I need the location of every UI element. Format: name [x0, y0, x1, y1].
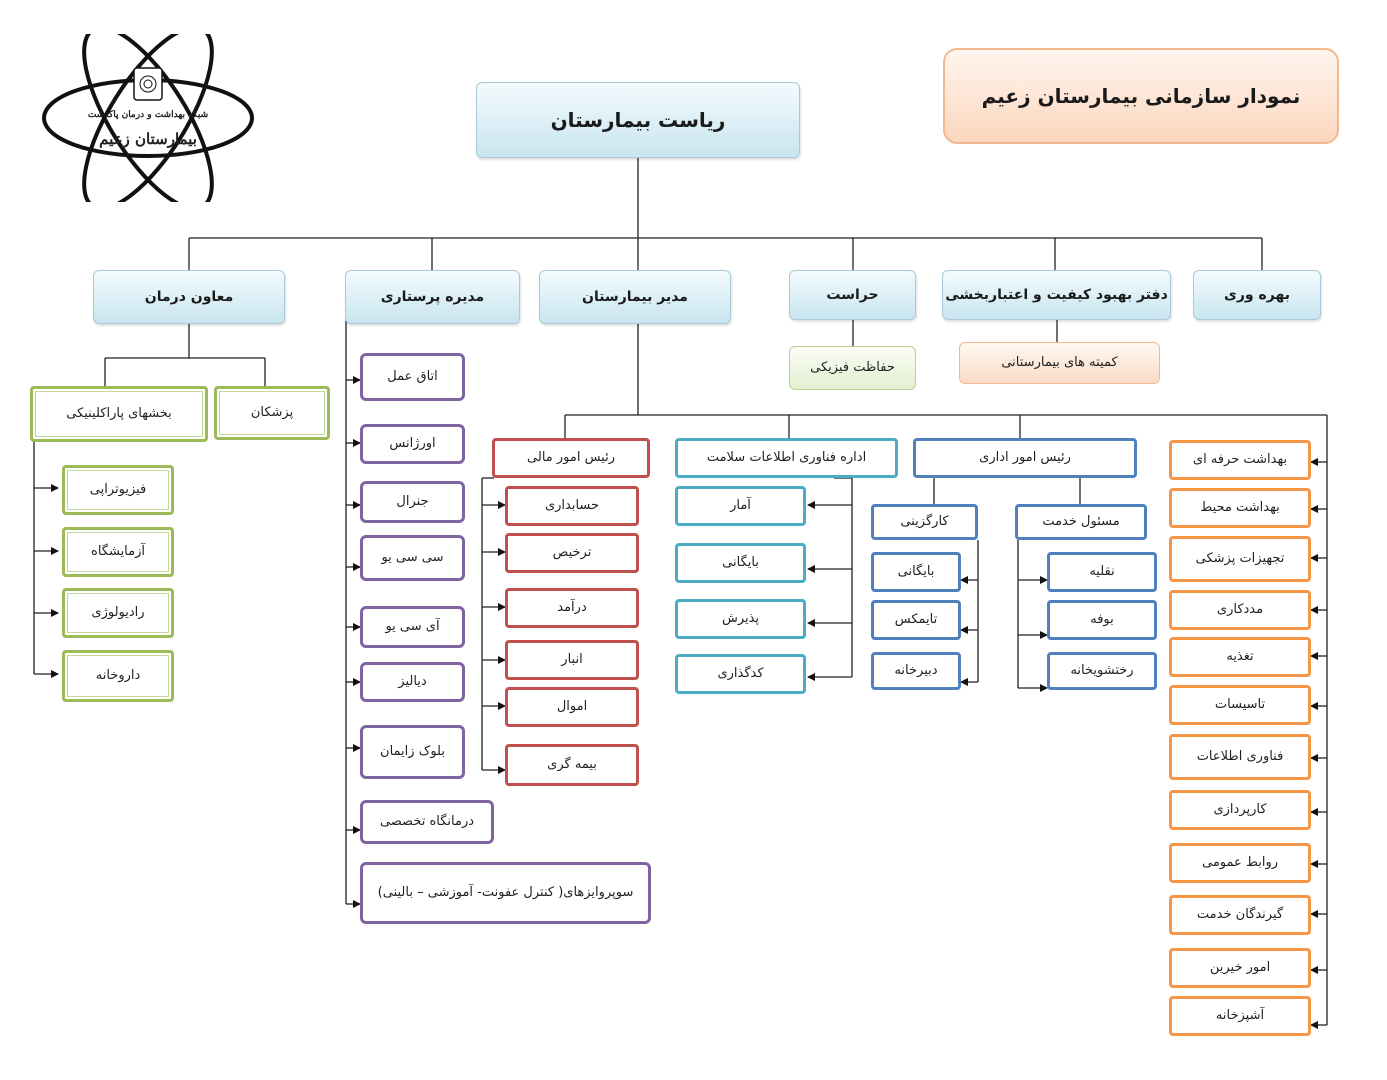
support-item: روابط عمومی — [1169, 843, 1311, 883]
node-service-officer: مسئول خدمت — [1015, 504, 1147, 540]
node-quality-office: دفتر بهبود کیفیت و اعتباربخشی — [942, 270, 1171, 320]
him-item: آمار — [675, 486, 806, 526]
support-item: تجهیزات پزشکی — [1169, 536, 1311, 582]
hr-item: تایمکس — [871, 600, 961, 640]
node-physicians: پزشکان — [214, 386, 330, 440]
nursing-item: سوپروایزهای( کنترل عفونت- آموزشی – بالین… — [360, 862, 651, 924]
service-item: نقلیه — [1047, 552, 1157, 592]
hr-item: دبیرخانه — [871, 652, 961, 690]
treatment-item: داروخانه — [62, 650, 174, 702]
finance-item: درآمد — [505, 588, 639, 628]
hr-item: بایگانی — [871, 552, 961, 592]
node-hospital-presidency: ریاست بیمارستان — [476, 82, 800, 158]
support-item: بهداشت حرفه ای — [1169, 440, 1311, 480]
logo-hospital-name: بیمارستان زعیم — [99, 130, 197, 148]
node-hospital-committees: کمیته های بیمارستانی — [959, 342, 1160, 384]
logo-network-name: شبکه بهداشت و درمان پاکدشت — [87, 110, 209, 120]
node-admin-head: رئیس امور اداری — [913, 438, 1137, 478]
node-hospital-manager: مدیر بیمارستان — [539, 270, 731, 324]
node-nursing-manager: مدیره پرستاری — [345, 270, 520, 324]
support-item: کارپردازی — [1169, 790, 1311, 830]
support-item: امور خیرین — [1169, 948, 1311, 988]
service-item: بوفه — [1047, 600, 1157, 640]
support-item: تاسیسات — [1169, 685, 1311, 725]
support-item: تغذیه — [1169, 637, 1311, 677]
chart-title: نمودار سازمانی بیمارستان زعیم — [943, 48, 1339, 144]
nursing-item: اتاق عمل — [360, 353, 465, 401]
treatment-item: رادیولوژی — [62, 588, 174, 638]
node-deputy-treatment: معاون درمان — [93, 270, 285, 324]
support-item: مددکاری — [1169, 590, 1311, 630]
treatment-item: فیزیوتراپی — [62, 465, 174, 515]
service-item: رختشویخانه — [1047, 652, 1157, 690]
support-item: گیرندگان خدمت — [1169, 895, 1311, 935]
nursing-item: آی سی یو — [360, 606, 465, 648]
node-finance-head: رئیس امور مالی — [492, 438, 650, 478]
nursing-item: دیالیز — [360, 662, 465, 702]
support-item: بهداشت محیط — [1169, 488, 1311, 528]
support-item: فناوری اطلاعات — [1169, 734, 1311, 780]
node-productivity: بهره وری — [1193, 270, 1321, 320]
node-paraclinic: بخشهای پاراکلینیکی — [30, 386, 208, 442]
nursing-item: بلوک زایمان — [360, 725, 465, 779]
node-physical-protection: حفاظت فیزیکی — [789, 346, 916, 390]
finance-item: حسابداری — [505, 486, 639, 526]
support-item: آشپزخانه — [1169, 996, 1311, 1036]
nursing-item: اورژانس — [360, 424, 465, 464]
treatment-item: آزمایشگاه — [62, 527, 174, 577]
him-item: پذیرش — [675, 599, 806, 639]
finance-item: بیمه گری — [505, 744, 639, 786]
him-item: بایگانی — [675, 543, 806, 583]
node-him-head: اداره فناوری اطلاعات سلامت — [675, 438, 898, 478]
finance-item: ترخیص — [505, 533, 639, 573]
node-security: حراست — [789, 270, 916, 320]
nursing-item: جنرال — [360, 481, 465, 523]
nursing-item: سی سی یو — [360, 535, 465, 581]
hospital-logo: شبکه بهداشت و درمان پاکدشت بیمارستان زعی… — [36, 25, 260, 211]
finance-item: اموال — [505, 687, 639, 727]
nursing-item: درمانگاه تخصصی — [360, 800, 494, 844]
finance-item: انبار — [505, 640, 639, 680]
node-hr: کارگزینی — [871, 504, 978, 540]
him-item: کدگذاری — [675, 654, 806, 694]
